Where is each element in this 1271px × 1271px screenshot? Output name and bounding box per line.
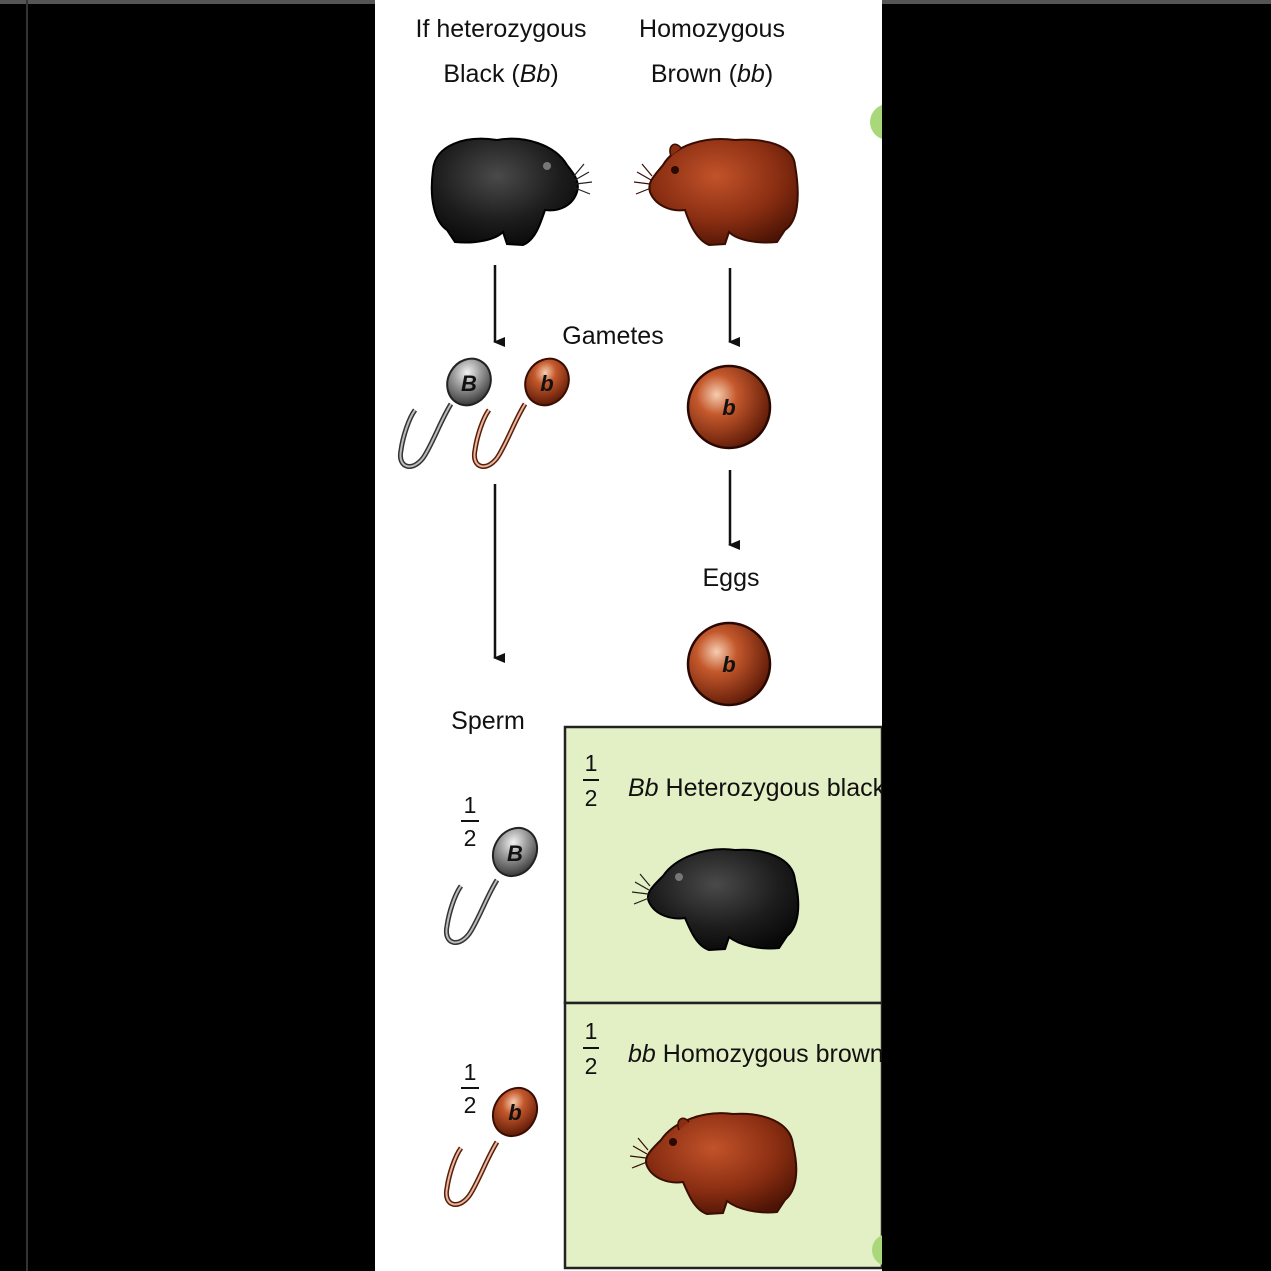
sperm-dominant-offspring-row: 1 2 B [443, 792, 539, 945]
sperm-row2-allele: b [508, 1100, 521, 1125]
parent-black-line1: If heterozygous [416, 15, 587, 43]
box1-fraction-num: 1 [585, 750, 598, 776]
parent-brown-heading: Homozygous Brown (bb) [639, 15, 785, 88]
offspring-box-heterozygous: 1 2 Bb Heterozygous black [563, 725, 882, 1005]
green-edge-marker-top [870, 105, 882, 139]
egg-gamete: b [686, 364, 772, 450]
black-guinea-pig-offspring [631, 848, 800, 952]
sperm-recessive-gamete: b [471, 357, 570, 469]
sperm-dominant-gamete: B [397, 357, 492, 469]
parent-black-heading: If heterozygous Black (Bb) [416, 15, 587, 88]
black-guinea-pig-parent [430, 137, 593, 247]
sperm-label: Sperm [451, 707, 525, 735]
egg-allele: b [722, 652, 735, 677]
sperm-dominant-allele: B [461, 371, 477, 396]
eggs-label: Eggs [703, 564, 760, 592]
egg-gamete-allele: b [722, 395, 735, 420]
box2-fraction-den: 2 [585, 1053, 598, 1079]
parent-brown-line1: Homozygous [639, 15, 785, 43]
fraction-den: 2 [464, 825, 477, 851]
offspring-box-homozygous: 1 2 bb Homozygous brown [563, 1001, 882, 1270]
gametes-label: Gametes [562, 322, 663, 350]
sperm-row1-allele: B [507, 841, 523, 866]
brown-guinea-pig-parent [633, 138, 799, 247]
parent-brown-line2: Brown (bb) [651, 60, 773, 88]
egg: b [686, 621, 772, 707]
box1-caption: Bb Heterozygous black [628, 774, 882, 802]
fraction-num: 1 [464, 792, 477, 818]
parent-black-line2: Black (Bb) [443, 60, 558, 88]
sperm-recessive-allele: b [540, 371, 553, 396]
box2-fraction-num: 1 [585, 1018, 598, 1044]
box2-caption: bb Homozygous brown [628, 1040, 882, 1068]
genetics-cross-diagram: If heterozygous Black (Bb) Homozygous Br… [397, 15, 882, 1270]
diagram-panel: If heterozygous Black (Bb) Homozygous Br… [375, 0, 882, 1271]
fraction-num: 1 [464, 1059, 477, 1085]
brown-guinea-pig-offspring [629, 1112, 798, 1216]
sperm-recessive-offspring-row: 1 2 b [443, 1059, 539, 1207]
left-frame-line [26, 0, 28, 1271]
green-edge-marker-bottom [872, 1235, 882, 1265]
box1-fraction-den: 2 [585, 785, 598, 811]
fraction-den: 2 [464, 1092, 477, 1118]
